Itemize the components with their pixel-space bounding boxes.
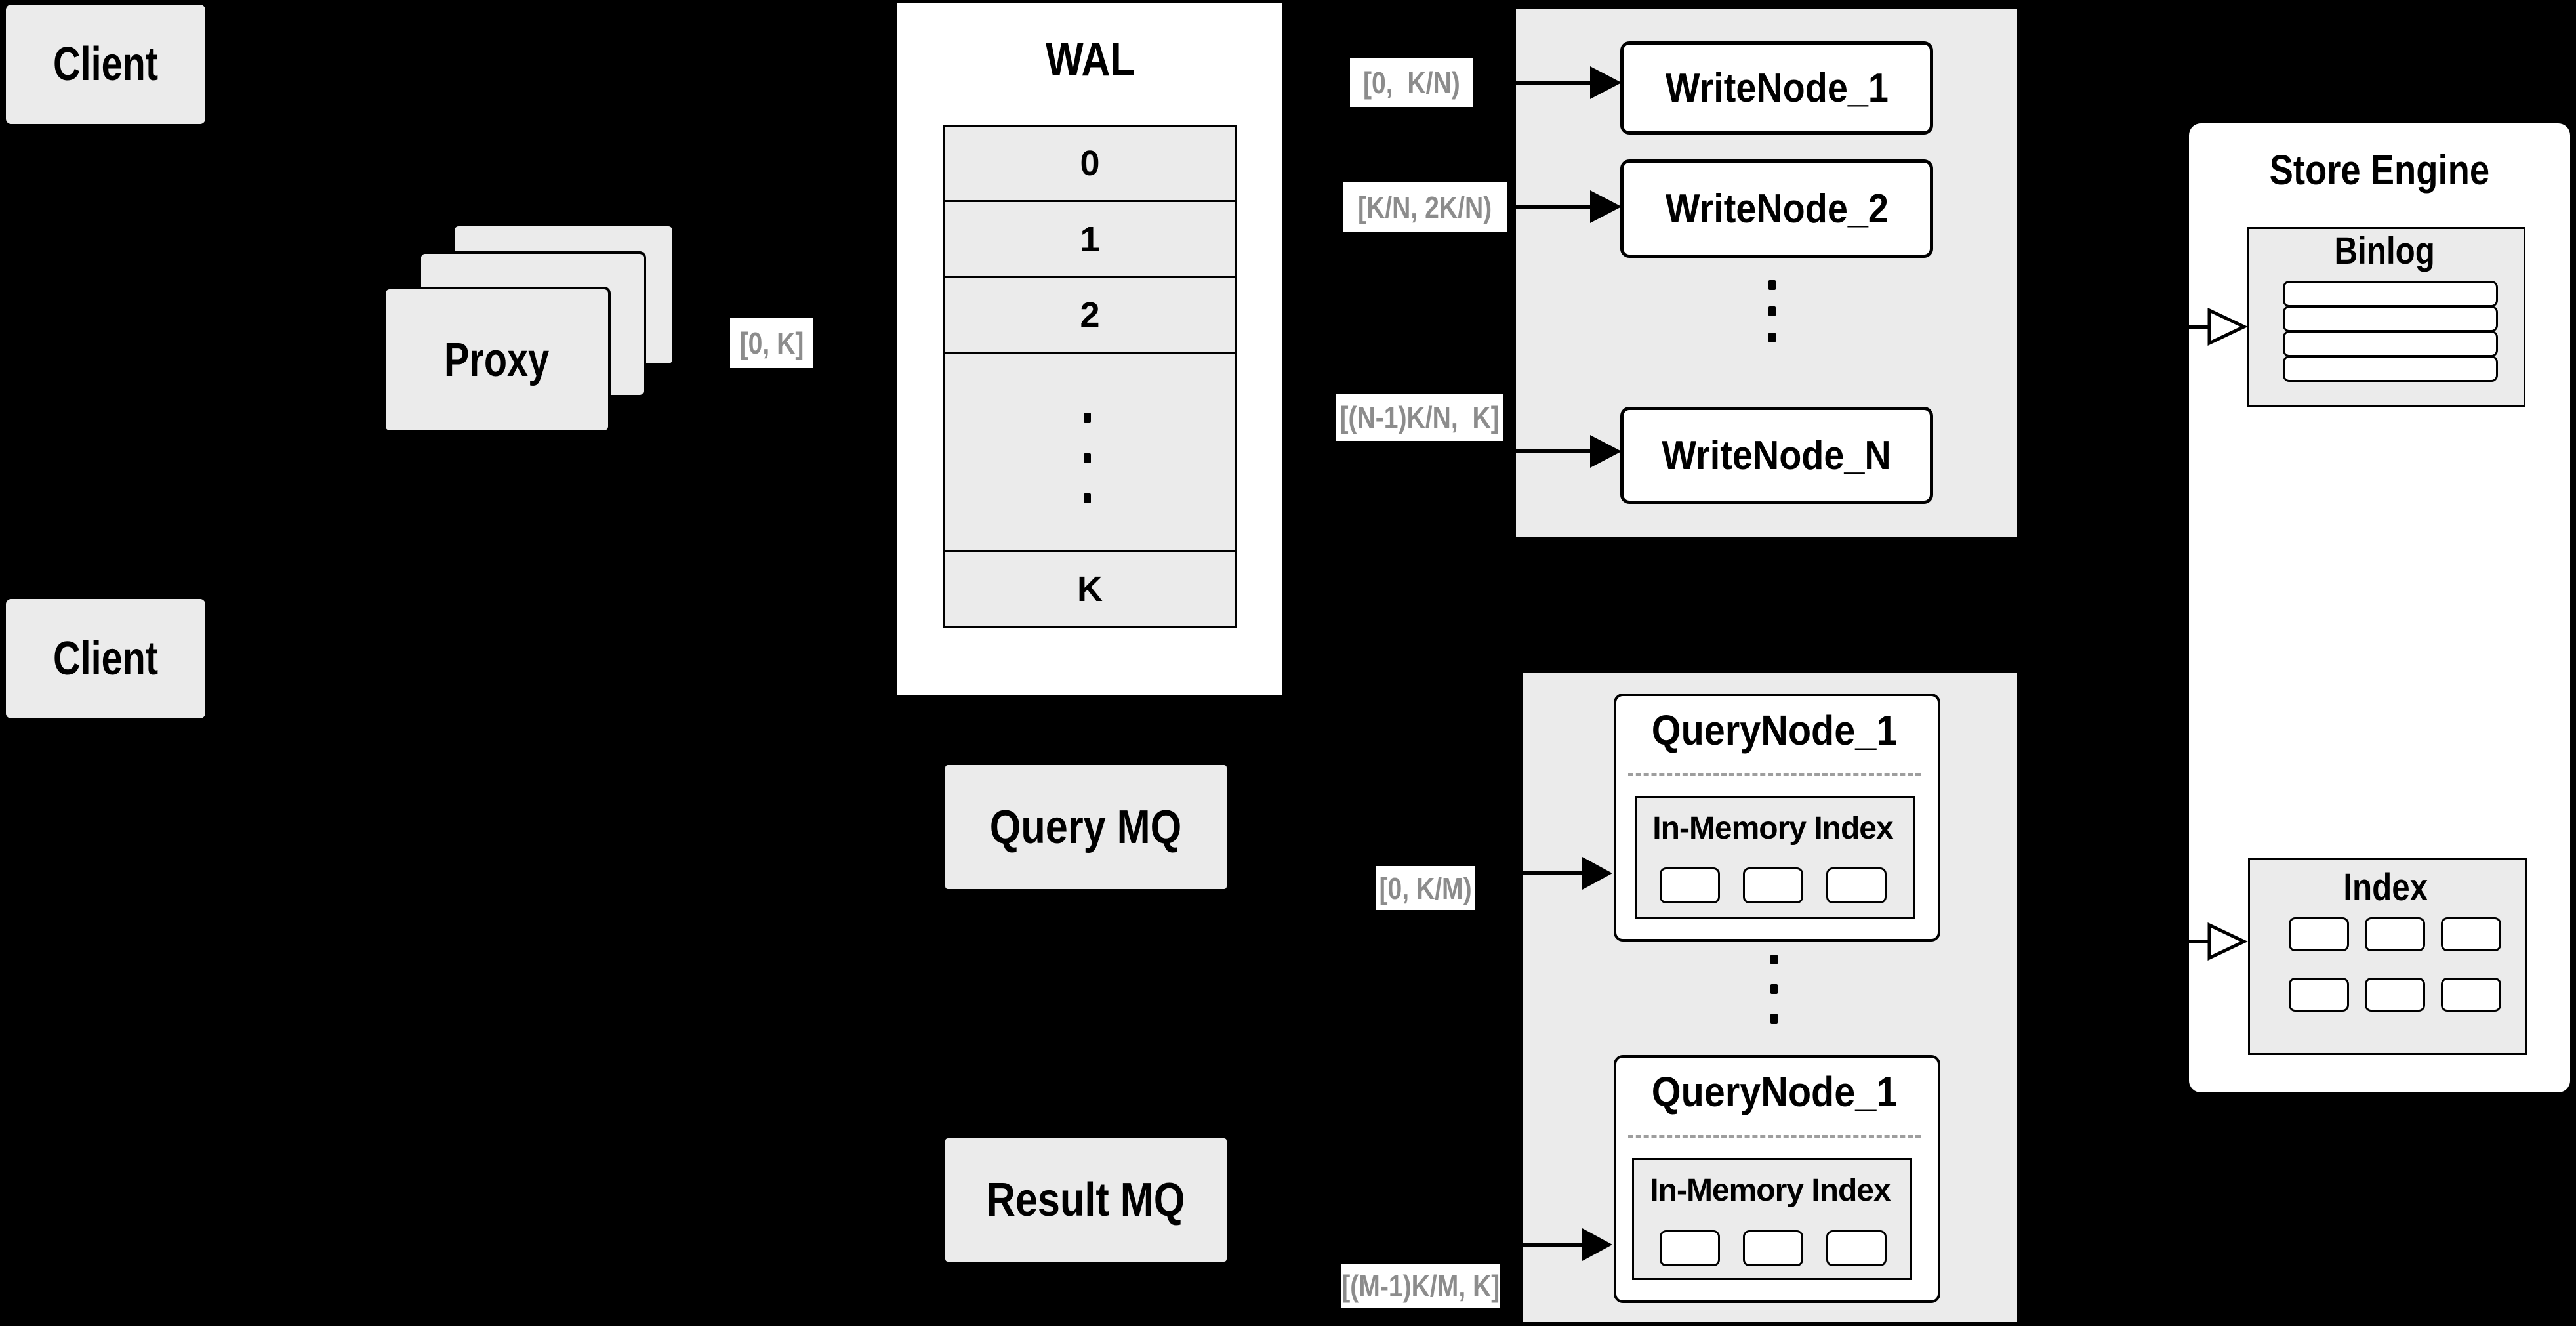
binlog-row — [2283, 356, 2498, 382]
binlog-row — [2283, 306, 2498, 332]
memory-index-cell — [1660, 867, 1720, 903]
query-node-first-title: QueryNode_1 — [1651, 707, 1898, 754]
query-nodes-ellipsis-dot — [1770, 955, 1778, 964]
wal-row-2: 2 — [945, 278, 1235, 354]
client-box-bottom: Client — [6, 599, 205, 718]
wal-title-wrap: WAL — [897, 33, 1282, 86]
client-top-label: Client — [52, 38, 158, 91]
wal-ellipsis-dot — [1084, 413, 1091, 423]
query-node-first-divider — [1628, 773, 1921, 776]
index-cell — [2289, 978, 2349, 1012]
wal-row-1: 1 — [945, 202, 1235, 278]
range-label-proxy-out: [0, K] — [730, 318, 813, 368]
index-cell — [2365, 978, 2425, 1012]
index-cell — [2441, 978, 2501, 1012]
wal-row-0: 0 — [945, 127, 1235, 202]
query-node-first-title-wrap: QueryNode_1 — [1614, 707, 1935, 754]
index-title-wrap: Index — [2248, 865, 2523, 909]
in-memory-index-last-title: In-Memory Index — [1650, 1172, 1891, 1208]
binlog-row — [2283, 331, 2498, 357]
index-cell — [2365, 917, 2425, 951]
memory-index-cell — [1743, 1230, 1803, 1266]
query-node-last-title: QueryNode_1 — [1651, 1068, 1898, 1115]
in-memory-index-first-title-wrap: In-Memory Index — [1635, 809, 1911, 847]
query-mq-label: Query MQ — [990, 800, 1182, 854]
binlog-title: Binlog — [2334, 229, 2435, 272]
query-mq-box: Query MQ — [945, 765, 1227, 889]
wal-title: WAL — [1045, 33, 1135, 86]
memory-index-cell — [1660, 1230, 1720, 1266]
range-label-write-n: [(N-1)K/N, K] — [1336, 394, 1503, 441]
memory-index-cell — [1826, 1230, 1887, 1266]
index-box — [2248, 858, 2527, 1055]
range-label-write-1: [0, K/N) — [1350, 58, 1473, 107]
query-node-last-title-wrap: QueryNode_1 — [1614, 1068, 1935, 1115]
proxy-label: Proxy — [444, 333, 550, 386]
write-node-1: WriteNode_1 — [1620, 41, 1933, 135]
index-cell — [2289, 917, 2349, 951]
wal-table: 0 1 2 K — [943, 125, 1237, 628]
in-memory-index-last-title-wrap: In-Memory Index — [1632, 1171, 1908, 1209]
client-bottom-label: Client — [52, 632, 158, 685]
range-label-query-last: [(M-1)K/M, K] — [1341, 1264, 1500, 1308]
index-title: Index — [2343, 865, 2428, 909]
store-engine-title-wrap: Store Engine — [2189, 146, 2570, 194]
binlog-title-wrap: Binlog — [2247, 229, 2522, 272]
proxy-box-front: Proxy — [383, 287, 611, 433]
wal-row-ellipsis — [945, 354, 1235, 552]
wal-ellipsis-dot — [1084, 453, 1091, 463]
write-node-n: WriteNode_N — [1620, 407, 1933, 504]
query-node-last-divider — [1628, 1135, 1921, 1138]
index-cell — [2441, 917, 2501, 951]
wal-row-k: K — [1077, 570, 1103, 609]
binlog-row — [2283, 281, 2498, 307]
result-mq-label: Result MQ — [987, 1174, 1185, 1226]
write-nodes-ellipsis-dot — [1768, 333, 1776, 342]
memory-index-cell — [1743, 867, 1803, 903]
write-node-2: WriteNode_2 — [1620, 159, 1933, 258]
query-nodes-ellipsis-dot — [1770, 1014, 1778, 1024]
client-box-top: Client — [6, 5, 205, 124]
wal-ellipsis-dot — [1084, 493, 1091, 503]
store-engine-title: Store Engine — [2269, 146, 2490, 194]
write-nodes-ellipsis-dot — [1768, 306, 1776, 316]
result-mq-box: Result MQ — [945, 1138, 1227, 1262]
range-label-write-2: [K/N, 2K/N) — [1343, 182, 1507, 232]
range-label-query-first: [0, K/M) — [1376, 866, 1475, 910]
write-nodes-ellipsis-dot — [1768, 280, 1776, 290]
memory-index-cell — [1826, 867, 1887, 903]
in-memory-index-first-title: In-Memory Index — [1652, 810, 1893, 846]
query-nodes-ellipsis-dot — [1770, 984, 1778, 994]
